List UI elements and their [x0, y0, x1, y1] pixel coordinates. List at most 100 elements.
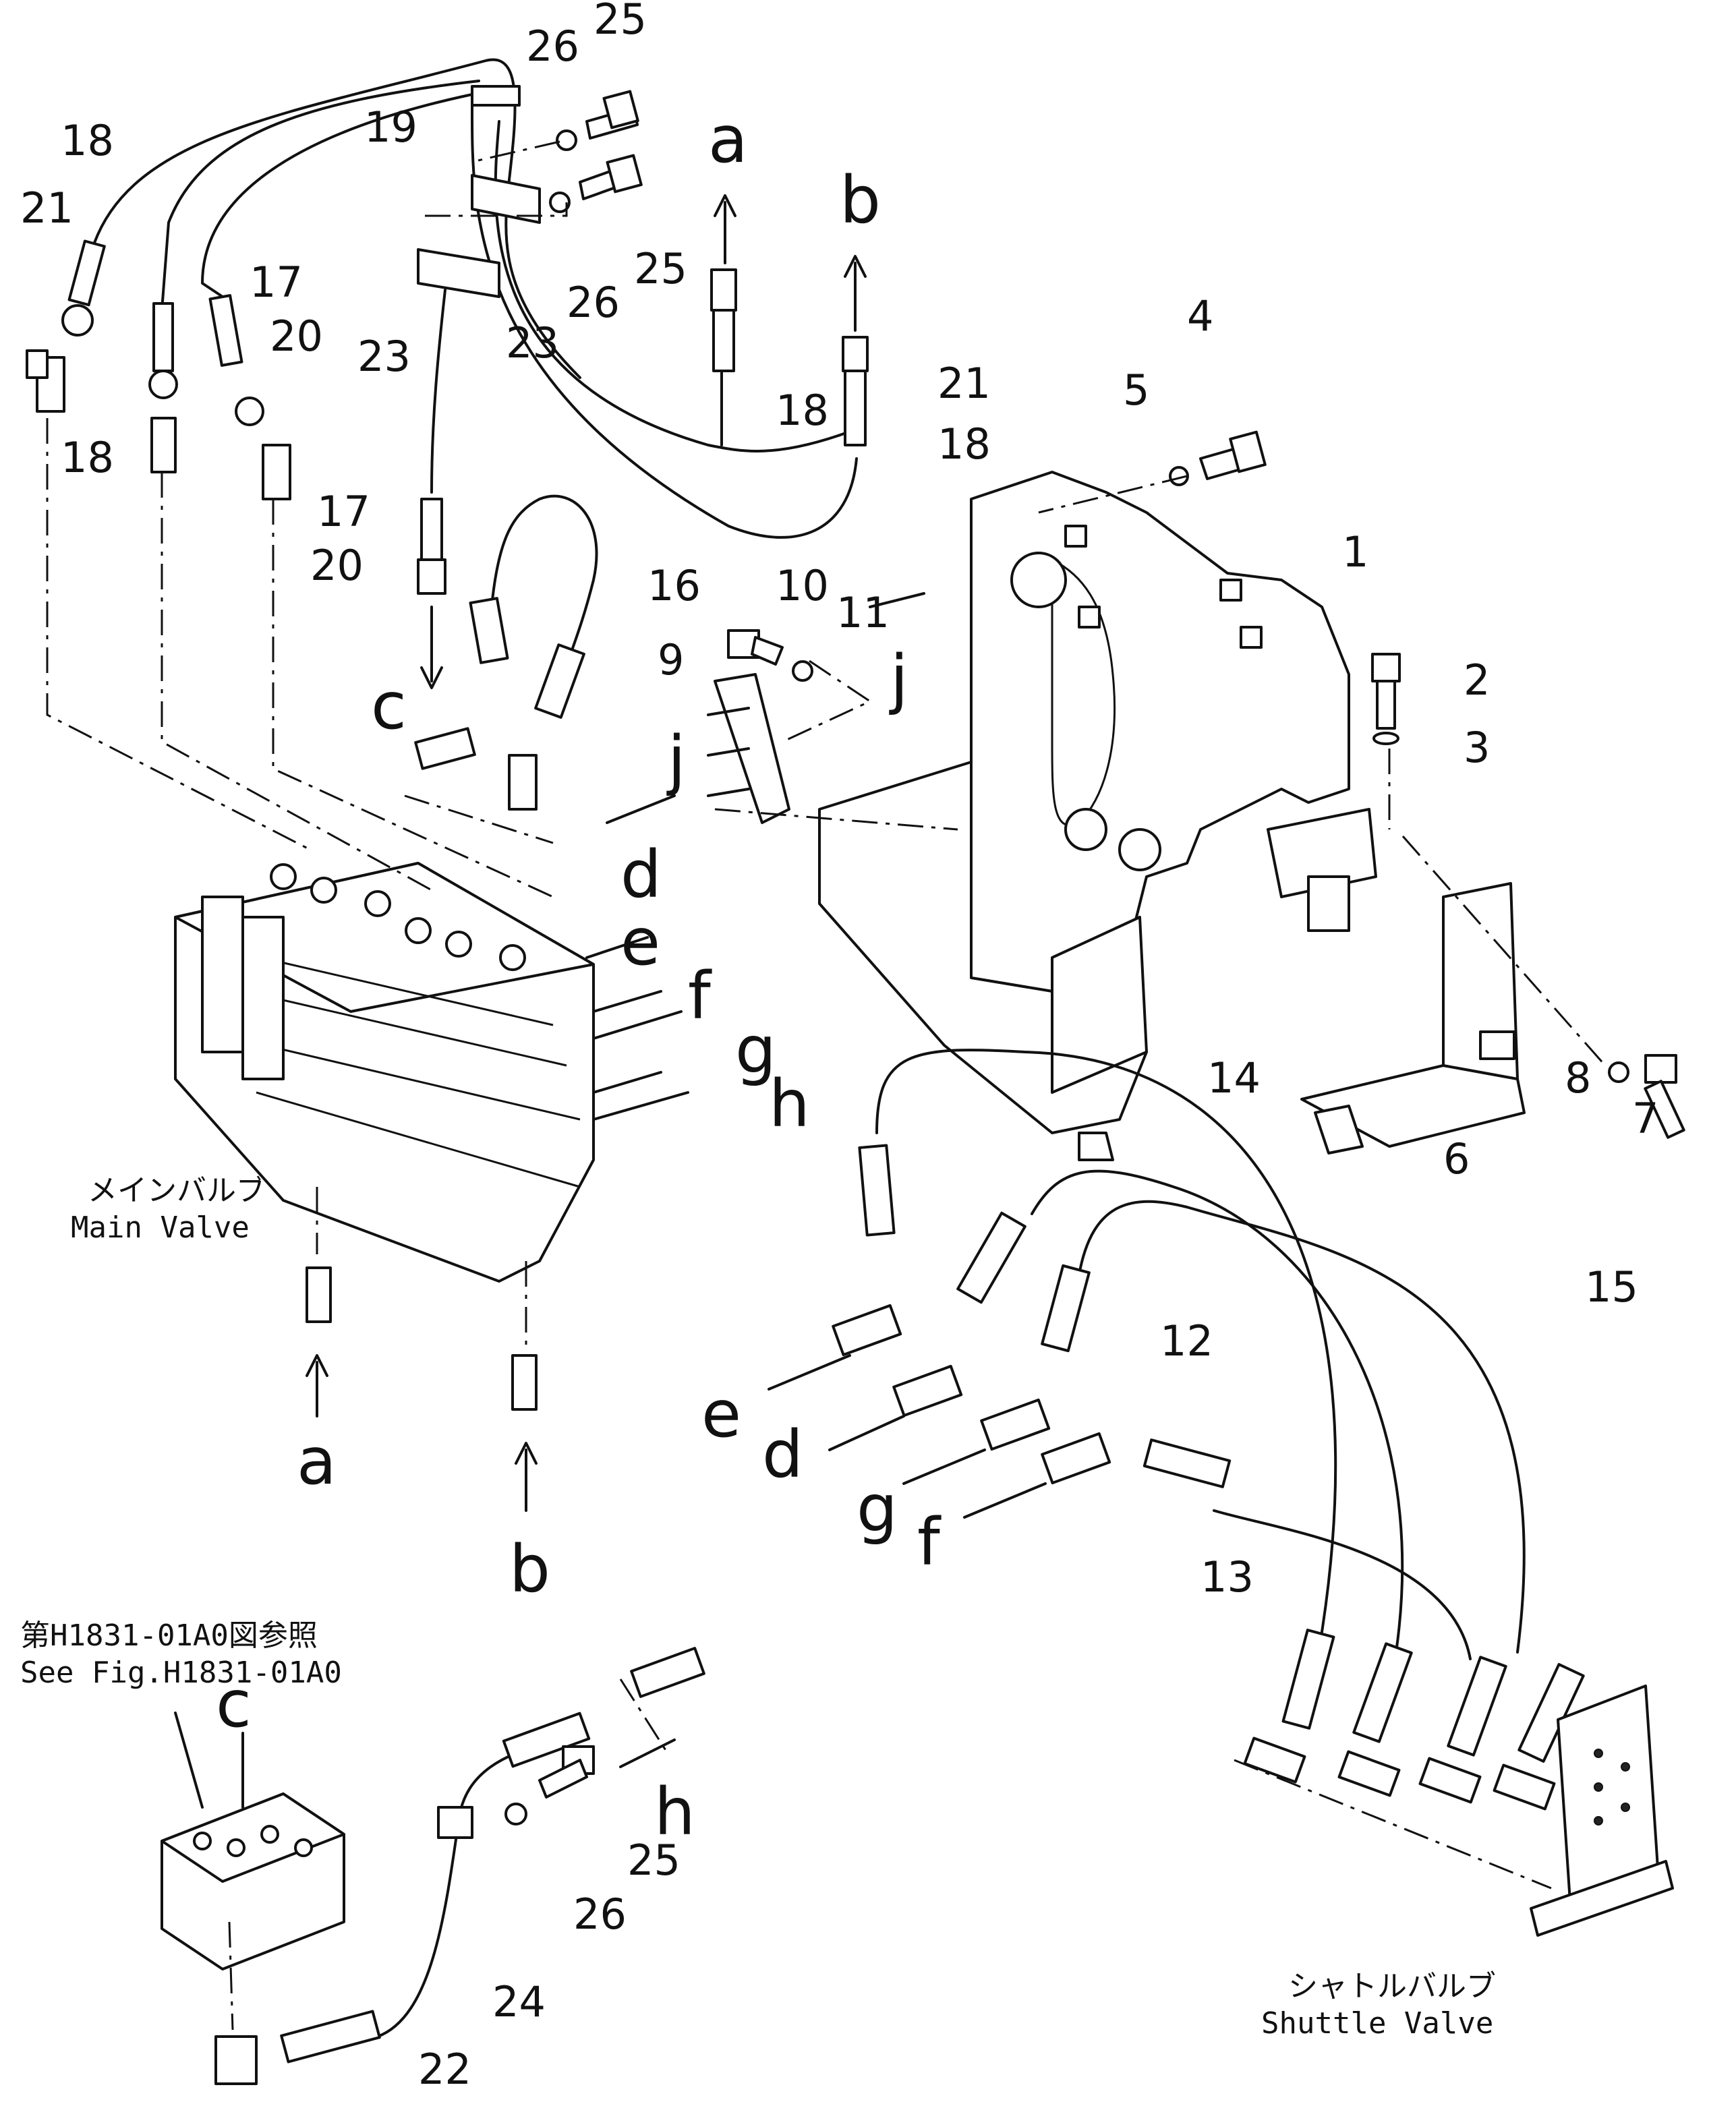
- bolt-10: [727, 629, 784, 666]
- letter-j-right: j: [889, 641, 908, 717]
- fitting-j-top: [508, 754, 538, 811]
- part-label-8: 8: [1565, 1053, 1591, 1103]
- bracket-9: [707, 673, 790, 824]
- letter-a-bottom: a: [297, 1424, 337, 1499]
- pilot-hoses: [858, 1049, 1585, 1763]
- letter-g-main: g: [735, 1012, 776, 1088]
- part-label-16: 16: [647, 561, 701, 610]
- hose-fitting-18-b: [842, 336, 869, 446]
- washer-3: [1372, 732, 1399, 745]
- letter-f-pilot: f: [917, 1504, 942, 1580]
- washer-26-bottom: [504, 1803, 527, 1825]
- reference-valve-c: [161, 1792, 345, 1970]
- main-valve: [174, 862, 595, 1283]
- part-label-25-top: 25: [594, 0, 647, 44]
- washer-26-mid: [549, 192, 571, 213]
- letter-d-pilot: d: [762, 1417, 803, 1492]
- part-label-24: 24: [492, 1977, 546, 2026]
- washer-5: [1169, 466, 1189, 486]
- hose-clamp-23-upper: [471, 174, 541, 224]
- hose-fitting-17-left: [208, 294, 264, 426]
- part-label-4: 4: [1187, 291, 1213, 341]
- part-label-12: 12: [1160, 1316, 1213, 1366]
- part-label-11: 11: [836, 588, 890, 637]
- hose-22: [280, 1647, 705, 2064]
- shuttle-valve-label-en: Shuttle Valve: [1261, 2006, 1493, 2041]
- letter-b-top: b: [840, 163, 881, 238]
- fitting-b: [511, 1354, 538, 1411]
- part-label-21-top: 21: [20, 183, 74, 233]
- reference-label-en: See Fig.H1831-01A0: [20, 1656, 342, 1690]
- hose-16: [469, 494, 598, 719]
- part-label-3: 3: [1464, 723, 1490, 772]
- part-label-20-center: 20: [310, 541, 364, 590]
- fitting-c: [414, 727, 476, 770]
- captions: メインバルブ Main Valve シャトルバルブ Shuttle Valve …: [20, 1173, 1496, 2041]
- part-label-25-mid: 25: [634, 244, 687, 293]
- arrows: [174, 194, 1047, 1809]
- part-number-labels: 1 2 3 4 5 6 7 8 9 10 11 12 13 14 15 16 1…: [20, 0, 1658, 2094]
- hose-fitting-18-left: [61, 239, 106, 337]
- pilot-fittings: [832, 1304, 1111, 1485]
- letter-b-bottom: b: [509, 1531, 550, 1607]
- part-label-18-left: 18: [61, 433, 114, 482]
- part-label-23-right: 23: [506, 318, 559, 368]
- part-label-18-top: 18: [61, 116, 114, 165]
- part-label-26-mid: 26: [567, 278, 620, 327]
- part-label-23-left: 23: [357, 332, 411, 381]
- reference-label-jp: 第H1831-01A0図参照: [20, 1618, 318, 1653]
- letter-e-pilot: e: [701, 1376, 741, 1452]
- clamp-24: [437, 1806, 473, 1839]
- part-label-18-b: 18: [937, 419, 991, 469]
- fitting-a: [306, 1266, 332, 1323]
- part-label-9: 9: [658, 635, 684, 684]
- part-label-18-a: 18: [776, 386, 829, 435]
- hose-fitting-18-mid: [148, 302, 178, 399]
- letter-c-top: c: [371, 668, 407, 744]
- washer-8: [1608, 1061, 1629, 1083]
- letter-c-bottom: c: [216, 1666, 252, 1742]
- part-label-22: 22: [418, 2045, 471, 2094]
- washer-26-top: [556, 129, 577, 151]
- part-label-13: 13: [1200, 1552, 1254, 1602]
- letter-e-main: e: [620, 904, 660, 980]
- part-label-15: 15: [1585, 1262, 1638, 1312]
- part-label-17-center: 17: [317, 487, 370, 536]
- hose-fitting-18-a: [710, 268, 737, 372]
- part-label-7: 7: [1632, 1094, 1658, 1143]
- bolt-7: [1644, 1054, 1685, 1139]
- part-label-2: 2: [1464, 655, 1490, 705]
- part-label-20-top: 20: [270, 312, 323, 361]
- part-label-19: 19: [364, 103, 417, 152]
- part-label-25-bottom: 25: [627, 1836, 681, 1885]
- letter-j-main: j: [666, 722, 686, 798]
- letter-a-top: a: [708, 102, 748, 177]
- part-label-26-top: 26: [526, 22, 579, 71]
- hose-clamp-19: [471, 85, 521, 107]
- shuttle-valve: [1243, 1685, 1674, 1937]
- bolt-4: [1199, 430, 1267, 480]
- dashed-leaders: [46, 140, 1607, 2030]
- letter-h-bottom: h: [654, 1774, 695, 1850]
- main-valve-label-jp: メインバルブ: [88, 1173, 266, 1208]
- connection-letter-labels: a b c j j d e f g h a b e d g f c h: [216, 102, 942, 1850]
- bracket-6: [1300, 882, 1526, 1155]
- part-label-14: 14: [1207, 1053, 1261, 1103]
- letter-g-pilot: g: [857, 1471, 898, 1546]
- bolt-25-top: [585, 90, 639, 140]
- part-label-6: 6: [1443, 1134, 1470, 1184]
- letter-f-main: f: [688, 958, 712, 1034]
- washer-11: [792, 660, 813, 682]
- elbow-fitting-bottom: [214, 2035, 258, 2085]
- bolt-25-bottom: [538, 1745, 595, 1799]
- bolt-25-mid: [579, 154, 643, 200]
- part-label-1: 1: [1342, 527, 1368, 577]
- bolt-2: [1371, 653, 1401, 730]
- hose-fitting-17-center: [417, 498, 446, 595]
- elbow-fitting-mid: [262, 444, 291, 500]
- hose-clamp-23-lower: [417, 248, 500, 298]
- straight-fitting-left: [150, 417, 177, 473]
- bracket-frame-1: [818, 471, 1377, 1161]
- main-valve-label-en: Main Valve: [71, 1210, 250, 1245]
- part-label-10: 10: [776, 561, 829, 610]
